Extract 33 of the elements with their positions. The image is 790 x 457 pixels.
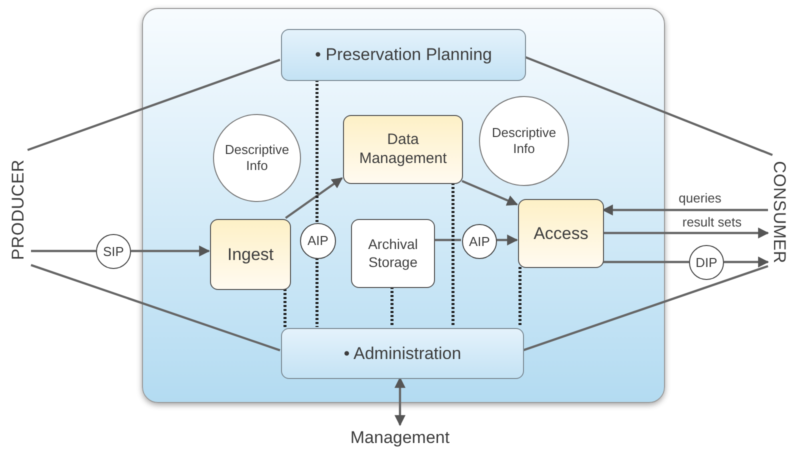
connector-line: [31, 250, 96, 252]
entity-label: CONSUMER: [768, 155, 790, 270]
function-box: Data Management: [343, 115, 463, 184]
entity-label: Management: [335, 425, 465, 451]
edge-label: result sets: [682, 213, 742, 232]
function-box: Ingest: [210, 219, 291, 290]
function-box: • Administration: [281, 328, 524, 379]
dotted-connector: [316, 80, 318, 222]
archive-panel: [142, 8, 665, 403]
connector-line: [524, 56, 773, 156]
edge-label: queries: [678, 189, 722, 208]
connector-line: [27, 58, 280, 152]
dotted-connector: [452, 183, 454, 327]
arrow: [131, 246, 210, 256]
arrow: [462, 180, 518, 206]
arrow: [394, 376, 406, 426]
dotted-connector: [518, 267, 522, 327]
dotted-connector: [284, 289, 286, 327]
arrow: [724, 256, 770, 268]
function-box: • Preservation Planning: [281, 29, 526, 81]
arrow: [603, 228, 770, 238]
connector-line: [30, 264, 280, 352]
function-box: Access: [518, 199, 604, 268]
connector-line: [434, 238, 461, 242]
arrow: [602, 204, 768, 216]
entity-label: PRODUCER: [5, 150, 31, 270]
connector-line: [522, 265, 768, 352]
connector-line: [603, 260, 689, 264]
dotted-connector: [316, 258, 318, 327]
arrow: [285, 177, 343, 219]
arrow: [496, 234, 518, 246]
storage-box: Archival Storage: [351, 219, 435, 288]
dotted-connector: [390, 287, 394, 327]
